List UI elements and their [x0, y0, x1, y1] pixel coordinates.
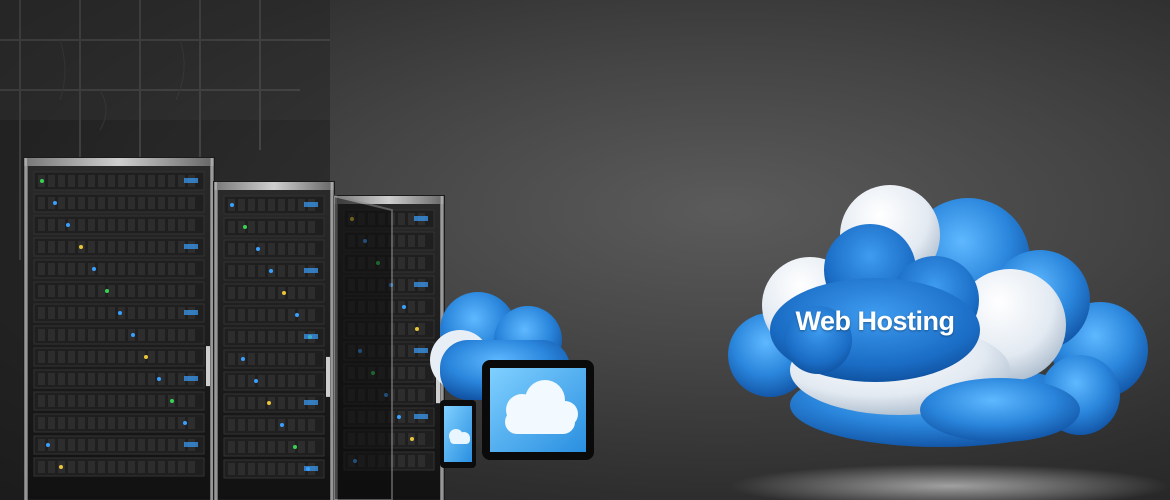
- floor-glow: [730, 464, 1170, 500]
- tablet-icon: [440, 400, 476, 468]
- device-cloud-group: [430, 292, 594, 468]
- cloud-label: Web Hosting: [795, 306, 956, 336]
- cloud-icon: [728, 185, 1148, 447]
- server-rack-icon: [23, 157, 445, 500]
- tablet-icon: [482, 360, 594, 460]
